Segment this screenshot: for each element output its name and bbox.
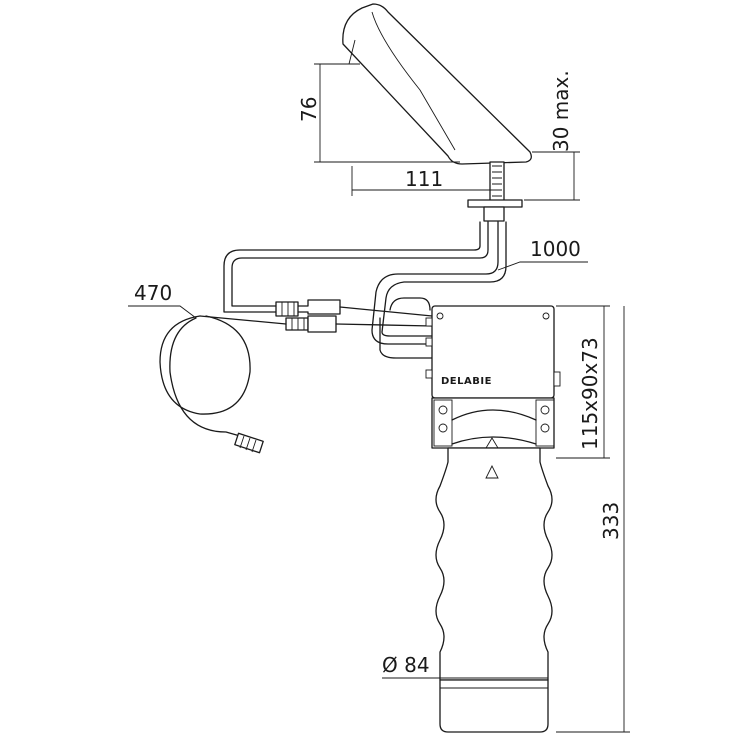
dim-76: 76 <box>297 97 321 122</box>
cartridge-body <box>435 447 553 733</box>
dim-470: 470 <box>134 281 172 305</box>
electronic-box: DELABIE <box>425 305 561 399</box>
cable-connectors <box>128 299 433 454</box>
dimension-lines <box>314 63 630 733</box>
dim-111: 111 <box>405 167 443 191</box>
brand-label: DELABIE <box>441 376 492 387</box>
dim-1000: 1000 <box>530 237 581 261</box>
spout <box>342 3 532 222</box>
dim-333: 333 <box>599 502 623 540</box>
solenoid-bracket <box>431 397 555 449</box>
flexible-hoses <box>223 221 588 359</box>
dim-diameter-84: Ø 84 <box>382 653 430 677</box>
dim-30-max: 30 max. <box>549 70 573 152</box>
dim-box-size: 115x90x73 <box>578 337 602 450</box>
dimension-labels: 76 30 max. 111 1000 470 115x90x73 333 Ø … <box>134 70 623 677</box>
